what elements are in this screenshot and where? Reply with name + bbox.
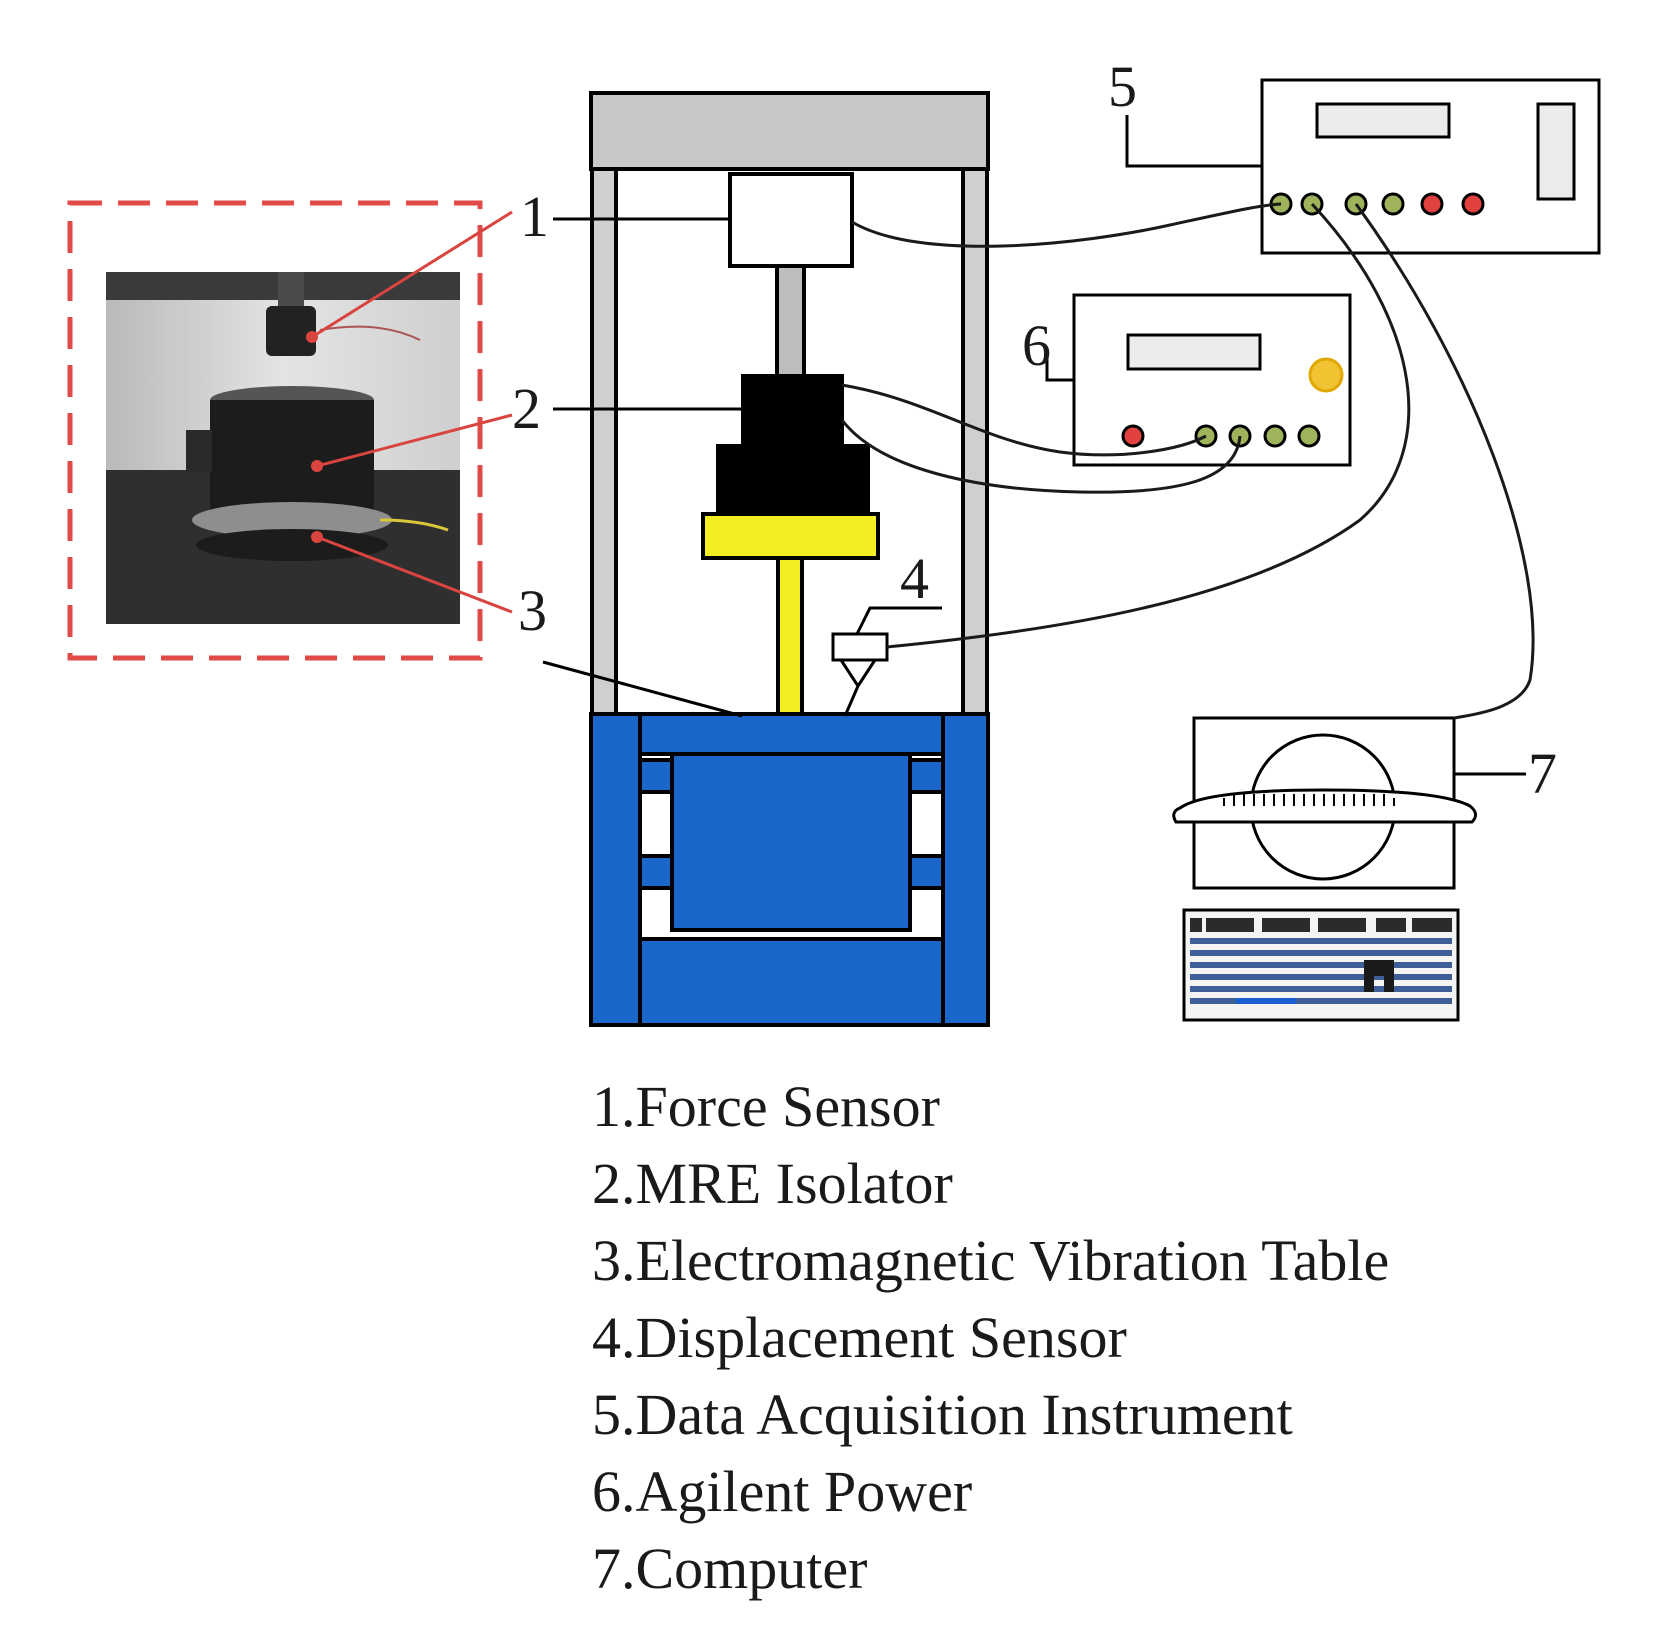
cable-isolator-power-a xyxy=(841,383,1207,457)
computer xyxy=(1172,716,1477,1022)
callout-6: 6 xyxy=(1022,313,1051,378)
vibration-table xyxy=(670,752,912,932)
mre-isolator xyxy=(716,374,870,516)
right-column xyxy=(961,167,989,716)
callout-2: 2 xyxy=(512,376,541,441)
daq-port-red xyxy=(1420,192,1444,216)
leader-5 xyxy=(1125,115,1262,168)
photo-inset xyxy=(67,200,513,661)
daq-port-green xyxy=(1381,192,1405,216)
power-port-green xyxy=(1263,424,1287,448)
base-bottom-beam xyxy=(638,937,945,1027)
leader-4 xyxy=(855,606,942,635)
leader-3 xyxy=(542,660,743,718)
daq-side-panel xyxy=(1536,102,1576,201)
data-acquisition-instrument xyxy=(1260,78,1601,255)
legend-item-force-sensor: 1.Force Sensor xyxy=(592,1074,940,1139)
side-block-left-top xyxy=(638,758,674,794)
power-display xyxy=(1126,333,1262,371)
photo-inset-dashed-frame xyxy=(67,200,483,661)
load-rod-upper xyxy=(775,264,806,378)
force-sensor-block xyxy=(728,172,854,268)
callout-1: 1 xyxy=(520,184,549,249)
base-left-post xyxy=(589,712,642,1027)
cable-isolator-power-b xyxy=(840,419,1242,494)
power-port-red xyxy=(1121,424,1145,448)
cables xyxy=(840,202,1535,720)
top-beam xyxy=(589,91,990,171)
daq-port-red xyxy=(1461,192,1485,216)
cable-daq-computer xyxy=(1354,203,1535,720)
test-frame xyxy=(589,91,990,1027)
callout-5: 5 xyxy=(1108,54,1137,119)
keyboard-keys xyxy=(1190,918,1452,1004)
leader-6 xyxy=(1045,350,1074,382)
agilent-power-supply xyxy=(1072,293,1352,467)
photo-pointer-2 xyxy=(316,413,513,468)
left-column xyxy=(590,167,618,716)
cable-displacement-daq xyxy=(886,202,1411,649)
legend-item-computer: 7.Computer xyxy=(592,1536,868,1601)
cable-force-sensor-daq xyxy=(851,202,1282,248)
callout-leaders xyxy=(542,115,1526,776)
tray-ticks xyxy=(1223,794,1395,806)
photo-pointer-1 xyxy=(311,210,513,339)
callout-3: 3 xyxy=(518,578,547,643)
isolator-photo xyxy=(106,272,460,624)
callout-4: 4 xyxy=(900,546,929,611)
photo-pointer-3 xyxy=(316,535,513,614)
side-block-right-bottom xyxy=(908,854,945,890)
side-block-left-bottom xyxy=(638,854,674,890)
power-port-green xyxy=(1297,424,1321,448)
legend: 1.Force Sensor 2.MRE Isolator 3.Electrom… xyxy=(592,1068,1389,1607)
legend-item-displacement-sensor: 4.Displacement Sensor xyxy=(592,1305,1127,1370)
daq-display xyxy=(1315,102,1451,139)
callout-7: 7 xyxy=(1528,741,1557,806)
legend-item-agilent-power: 6.Agilent Power xyxy=(592,1459,973,1524)
loading-plate xyxy=(701,512,880,560)
legend-item-mre-isolator: 2.MRE Isolator xyxy=(592,1151,953,1216)
load-rod-lower xyxy=(776,556,804,718)
side-block-right-top xyxy=(908,758,945,794)
base-right-post xyxy=(941,712,990,1027)
legend-item-data-acquisition: 5.Data Acquisition Instrument xyxy=(592,1382,1293,1447)
legend-item-vibration-table: 3.Electromagnetic Vibration Table xyxy=(592,1228,1390,1293)
power-knob xyxy=(1308,357,1344,393)
displacement-sensor xyxy=(831,632,889,717)
